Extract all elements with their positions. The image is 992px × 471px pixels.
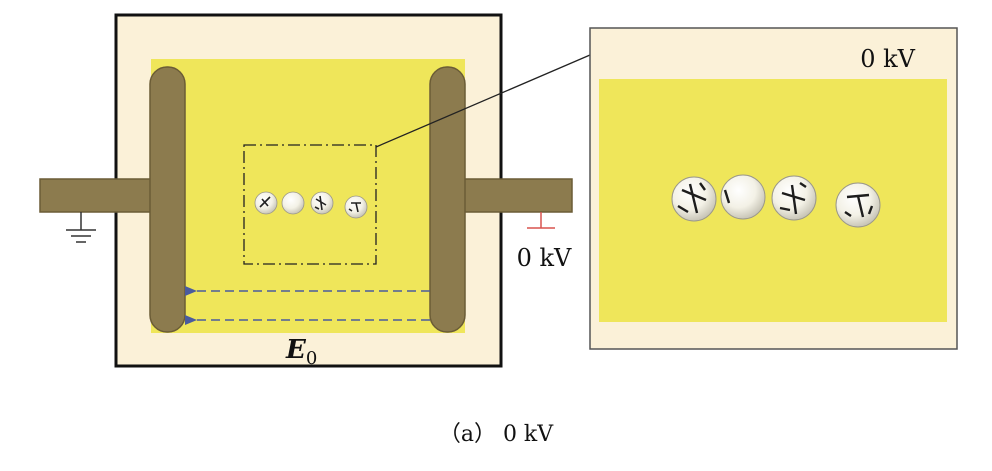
particle [310,191,334,215]
particle [281,191,305,215]
particle [671,176,717,222]
zoom-panel: 0 kV [589,27,958,350]
particle [771,175,817,221]
zoom-region-box [243,144,377,265]
voltage-terminal-icon [527,212,555,229]
left-rod [39,178,157,213]
field-arrows [185,286,430,325]
left-voltage-label: 0 kV [517,244,572,272]
field-label: E0 [285,335,317,369]
particle-group-large [671,174,881,228]
particle [254,191,278,215]
right-rod [454,178,573,213]
figure-caption: （a） 0 kV [439,422,554,447]
right-electrode [429,66,466,333]
field-region [151,59,465,333]
test-chamber: 0 kV E0 [39,13,573,369]
particle-group-small [254,191,368,219]
particle [835,182,881,228]
ground-icon [66,212,96,243]
zoom-connector-line [375,54,591,148]
zoom-voltage-label: 0 kV [860,45,915,73]
left-electrode [149,66,186,333]
particle [720,174,766,220]
particle [344,195,368,219]
